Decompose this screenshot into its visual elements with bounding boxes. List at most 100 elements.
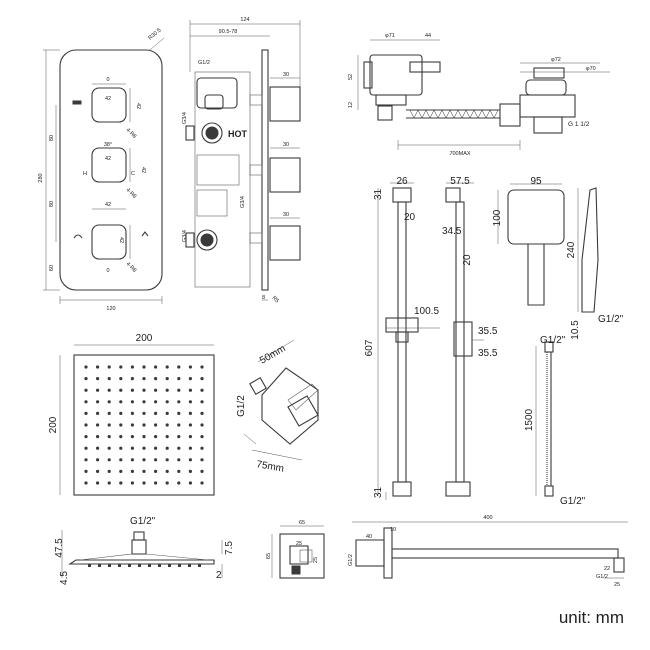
nozzle [107, 365, 111, 369]
nozzle [130, 458, 134, 462]
nozzle [119, 423, 123, 427]
nozzle [188, 377, 192, 381]
overflow-body [369, 54, 423, 96]
knob-mid-width-label: 42 [105, 156, 111, 162]
nozzle [188, 481, 192, 485]
handset-bottom-label: 10.5 [570, 320, 581, 340]
handset-thread-label: G1/2" [598, 314, 624, 325]
nozzle [188, 469, 192, 473]
nozzle [200, 411, 204, 415]
nozzle [165, 481, 169, 485]
nozzle [130, 388, 134, 392]
drip-nozzle [158, 564, 161, 567]
nozzle [119, 411, 123, 415]
hose-drawing [535, 341, 554, 497]
nozzle [142, 377, 146, 381]
shower-head-side-view [61, 530, 223, 578]
stem-bottom [269, 225, 301, 261]
head-width-label: 200 [136, 333, 153, 344]
nozzle [177, 435, 181, 439]
mark-bottom-label: 0 [106, 268, 109, 274]
waste-h52-label: 52 [348, 74, 354, 80]
valve-bottom-a-label: 8 [262, 295, 265, 301]
nozzle [107, 458, 111, 462]
plate-w-label: 65 [299, 520, 305, 526]
elbow-b-label: 75mm [255, 459, 284, 475]
nozzle [107, 388, 111, 392]
drip-nozzle [198, 564, 201, 567]
nozzle [165, 435, 169, 439]
nozzle [107, 400, 111, 404]
nozzle [96, 388, 100, 392]
drip-nozzle [188, 564, 191, 567]
nozzle [84, 423, 88, 427]
rail-holder-width-label: 100.5 [414, 306, 439, 317]
side-edge-label: 2 [216, 570, 222, 581]
nozzle [142, 458, 146, 462]
side-nut-label: 7.5 [224, 541, 235, 555]
slider-a-label: 35.5 [478, 326, 498, 337]
cold-mark-label: C [131, 171, 135, 177]
nozzle [107, 411, 111, 415]
drip-nozzle [148, 564, 151, 567]
waste-d70-label: φ70 [586, 66, 596, 72]
knob-mid-height-label: 42 [140, 167, 146, 173]
handset-drawing [497, 183, 599, 313]
hose-length-label: 1500 [524, 408, 535, 431]
panel-spacing-mid-label: 80 [49, 201, 55, 207]
nozzle [96, 446, 100, 450]
nozzle [177, 400, 181, 404]
cold-inlet [196, 229, 218, 251]
riser-rail-side [445, 182, 484, 497]
nozzle [119, 365, 123, 369]
nozzle [200, 365, 204, 369]
shower-head-plate [73, 354, 215, 496]
nozzle [107, 481, 111, 485]
nozzle [142, 400, 146, 404]
nozzle [154, 458, 158, 462]
nozzle [154, 423, 158, 427]
nozzle [96, 365, 100, 369]
side-width-label: 57.5 [450, 176, 470, 187]
nozzle [130, 411, 134, 415]
nozzle [142, 435, 146, 439]
head-marker-icon [141, 231, 149, 237]
side-thickness-label: 4.5 [59, 571, 70, 585]
hot-label: HOT [228, 129, 248, 139]
side-a-label: 34.5 [442, 226, 462, 237]
knob-top-width-label: 42 [105, 96, 111, 102]
hose-top-thread-label: G1/2" [540, 335, 566, 346]
arm-tube [391, 548, 619, 559]
handset-head-label: 100 [492, 209, 503, 226]
waste-h44-label: 44 [425, 33, 431, 39]
stem-middle [269, 157, 301, 193]
nozzle [188, 411, 192, 415]
nozzle [177, 446, 181, 450]
nozzle [200, 458, 204, 462]
elbow-body [261, 367, 319, 445]
waste-length-label: 700MAX [449, 151, 470, 157]
drip-nozzle [178, 564, 181, 567]
nozzle [142, 481, 146, 485]
nozzle [188, 435, 192, 439]
arm-wall-flange [383, 527, 393, 579]
nozzle [130, 469, 134, 473]
drip-nozzle [138, 564, 141, 567]
rail-bottom-label: 31 [373, 486, 384, 498]
plate-h-label: 65 [266, 553, 272, 559]
nozzle [142, 423, 146, 427]
nozzle [165, 365, 169, 369]
elbow-thread-label: G1/2 [236, 395, 247, 417]
valve-outlet-bottom-label: G3/4 [182, 230, 188, 242]
nozzle [96, 423, 100, 427]
nozzle [188, 446, 192, 450]
nozzle [119, 435, 123, 439]
bath-waste-drawing [357, 39, 610, 150]
nozzle [130, 423, 134, 427]
nozzle [165, 423, 169, 427]
nozzle [154, 446, 158, 450]
nozzle [119, 481, 123, 485]
drip-nozzle [88, 564, 91, 567]
nozzle [154, 377, 158, 381]
